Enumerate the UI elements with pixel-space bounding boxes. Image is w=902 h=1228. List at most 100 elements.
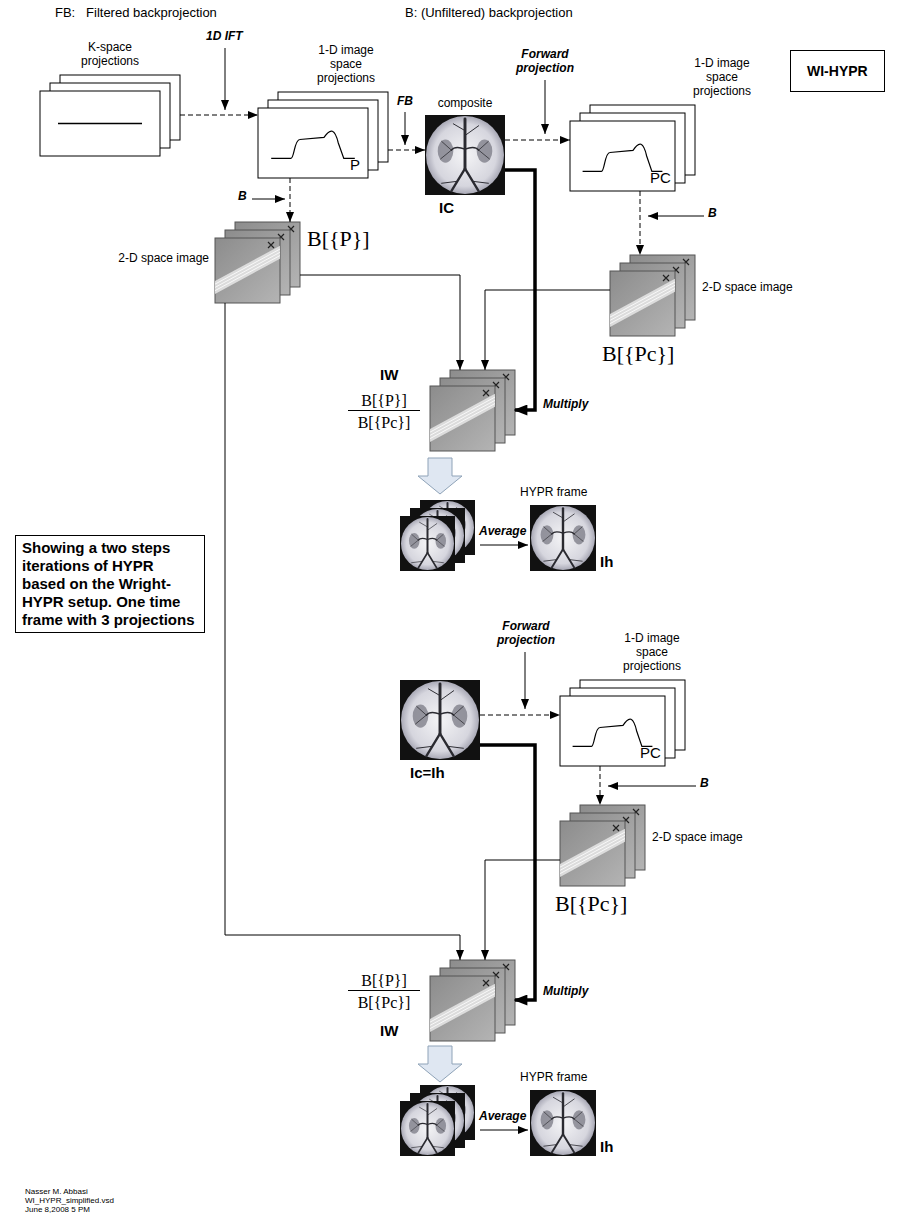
vessels [409,519,446,568]
kidney [452,704,468,727]
projection-stack: 1-D image space projectionsPC [570,105,695,191]
operator-arrows [225,48,704,1130]
block-arrow [418,458,462,494]
vessel [416,715,427,724]
vessel [428,689,440,696]
projection-stack-picture [560,680,685,766]
streak-line [560,835,625,870]
image-ground [530,1090,596,1156]
stack-label: 2-D space image [652,831,743,845]
image-stack-picture [215,222,300,303]
vessels [438,119,493,191]
space-image [430,386,495,451]
space-image [215,238,280,303]
stack-symbol: PC [640,744,661,761]
streak-line [215,249,280,284]
angiogram [426,116,504,194]
streak-line [610,289,675,324]
vessel [574,534,583,541]
vessel [479,141,489,150]
hypr-frame: HYPR frameIh [530,1090,596,1156]
kidney [573,525,586,544]
vessel [440,691,454,701]
streak-line [430,994,495,1029]
vessel [448,746,464,748]
vessels [541,1093,586,1152]
vessel [437,1119,444,1125]
vessel [479,150,490,159]
operator-arrow [525,652,526,709]
vessel [552,1134,563,1152]
image-mark [483,390,489,396]
vessel [417,706,427,715]
flow-arrow [640,191,641,255]
footer-text: June 8,2008 5 PM [25,1206,90,1214]
streak-line [215,256,280,291]
note-box: Showing a two steps iterations of HYPR b… [15,535,205,633]
averaged-stack [400,500,475,571]
space-image [560,821,625,886]
angiogram [531,1091,595,1155]
image-mark [613,825,619,831]
operator-label: B [238,190,247,204]
vessel [441,150,452,159]
kspace-stack: K-space projections [40,75,180,156]
vessels [541,508,586,567]
streak-line [430,397,495,432]
kidney [438,139,454,162]
vessel [473,181,489,183]
vessel [451,147,465,150]
frame [40,91,160,156]
vessel [412,534,419,540]
vessel [563,549,574,567]
vessel [544,1112,552,1119]
vessel [552,1117,563,1119]
vessel [427,519,429,553]
operator-arrow [225,48,226,110]
frame [258,108,368,178]
header-label: B: (Unfiltered) backprojection [405,6,573,21]
kidney [409,533,420,549]
image-symbol: Ih [600,553,613,570]
stack-symbol: P [350,156,360,173]
kidney [541,525,554,544]
flow-arrow [300,275,460,370]
vessel [440,712,454,715]
vessel [574,1119,583,1126]
vessel [543,534,552,541]
multiply-line [505,170,535,410]
operator-label: B [708,207,717,221]
vessel [426,734,440,756]
footer-text: Nasser M. Abbasi [25,1188,88,1196]
vessel [562,1093,564,1134]
operator-label: Average [479,525,526,539]
averaged-stack [400,1085,475,1156]
image-label: composite [420,97,510,111]
average-arrow [480,1130,528,1131]
operator-arrow [405,112,406,145]
vessel [563,1099,574,1107]
operator-label: Multiply [543,398,588,412]
vessel [544,527,552,534]
vessel [418,553,427,568]
space-image [430,976,495,1041]
flow-arrow [180,115,258,116]
vessel [453,124,465,131]
vessel [563,1134,574,1152]
vessel [552,549,563,567]
vessel [439,684,442,734]
image-stack: 2-D space imageB[{Pc}] [610,255,695,336]
streak-line [560,832,625,867]
operator-label: FB [397,95,413,109]
note-text: Showing a two steps iterations of HYPR b… [22,539,198,629]
operator-label: Multiply [543,985,588,999]
vessel [437,540,444,546]
vessel [574,1112,582,1119]
operator-label: Forward projection [486,620,566,648]
stack-symbol: PC [650,169,671,186]
vessel [437,1125,444,1131]
image-ground [400,1101,455,1156]
image-symbol: IW [380,366,398,383]
image-stack-picture [560,805,645,886]
kidney [409,1118,420,1134]
